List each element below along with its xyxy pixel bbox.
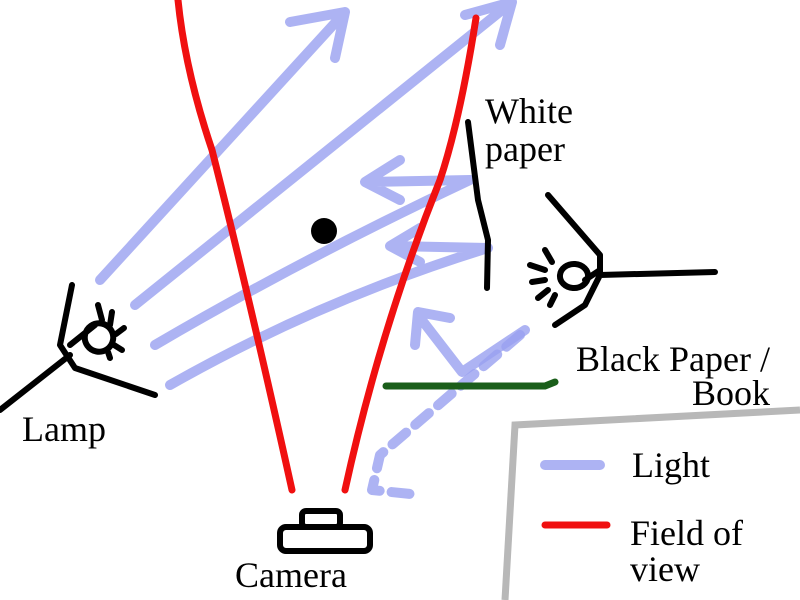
light-ray-3 bbox=[150, 155, 475, 350]
light-ray-2 bbox=[130, 0, 517, 310]
legend-fov-label: Field of view bbox=[630, 513, 743, 589]
field-of-view-right bbox=[341, 14, 480, 494]
legend-light-label: Light bbox=[632, 445, 710, 485]
white-paper-label: White paper bbox=[485, 91, 573, 169]
field-of-view-left bbox=[174, 0, 296, 494]
lamp-label: Lamp bbox=[22, 409, 106, 449]
white-paper bbox=[465, 119, 491, 291]
light-ray-1 bbox=[95, 7, 350, 285]
object-dot bbox=[311, 218, 337, 244]
black-paper-line bbox=[382, 378, 559, 390]
lamp-left-icon bbox=[0, 282, 158, 413]
light-rays bbox=[95, 0, 530, 500]
camera-label: Camera bbox=[235, 555, 347, 595]
camera-icon bbox=[277, 508, 373, 554]
black-paper-label: Black Paper / Book bbox=[576, 339, 770, 413]
legend-box bbox=[501, 406, 800, 600]
lamp-right-icon bbox=[527, 192, 718, 328]
light-ray-dashed bbox=[367, 330, 525, 500]
